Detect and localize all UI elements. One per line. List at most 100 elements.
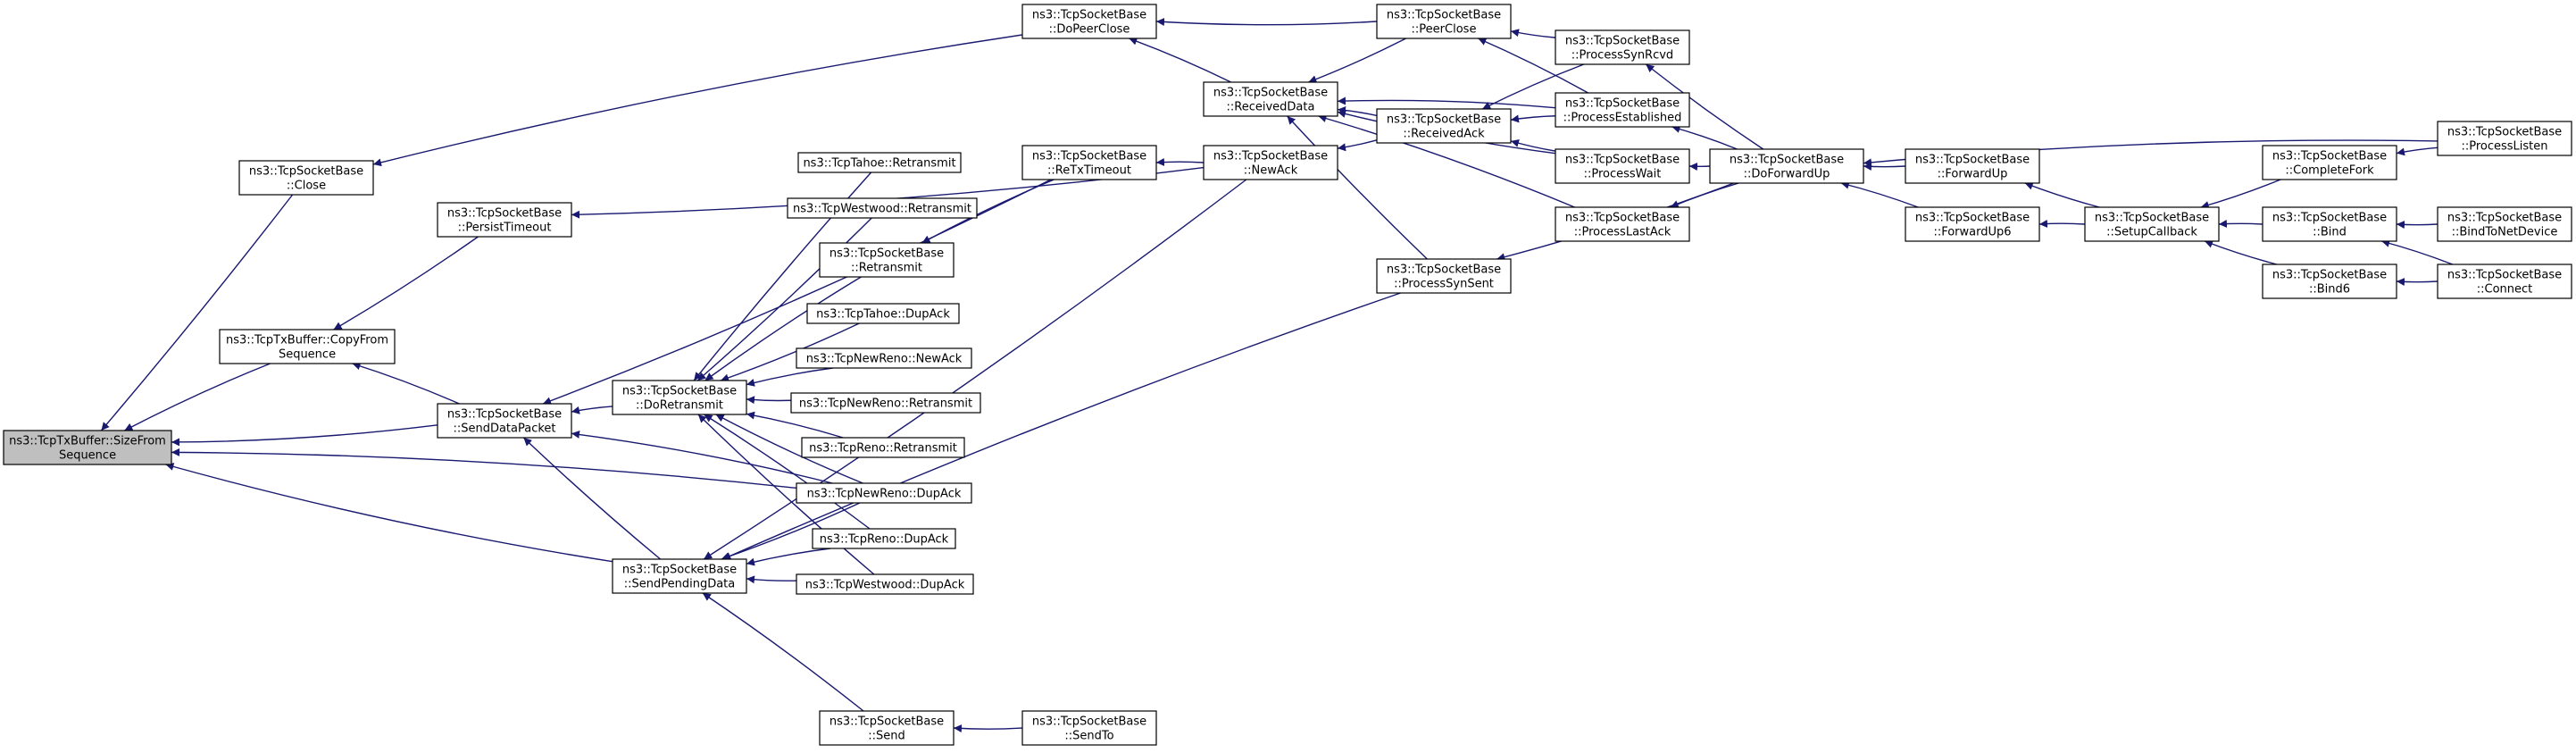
- node-newack[interactable]: ns3::TcpSocketBase::NewAck: [1203, 145, 1338, 180]
- node-box-bindtonetdevice: [2437, 206, 2572, 242]
- node-label-dopeerclose-line-1: ns3::TcpSocketBase: [1032, 9, 1146, 22]
- node-processsynrcvd[interactable]: ns3::TcpSocketBase::ProcessSynRcvd: [1555, 29, 1690, 65]
- edge-bind-to-setupcallback: [2218, 219, 2263, 228]
- node-receivedack[interactable]: ns3::TcpSocketBase::ReceivedAck: [1376, 108, 1512, 144]
- node-peerclose[interactable]: ns3::TcpSocketBase::PeerClose: [1376, 4, 1512, 39]
- node-reno_dupack[interactable]: ns3::TcpReno::DupAck: [812, 528, 956, 549]
- edge-reno_dupack-to-sendpending: [746, 548, 831, 566]
- node-rtxtimeout[interactable]: ns3::TcpSocketBase::ReTxTimeout: [1021, 145, 1157, 180]
- node-close[interactable]: ns3::TcpSocketBase::Close: [238, 160, 374, 196]
- edge-processestablished-to-receivedack: [1510, 114, 1556, 123]
- node-label-westwood_dupack-line-1: ns3::TcpWestwood::DupAck: [805, 579, 965, 592]
- node-base_retx[interactable]: ns3::TcpSocketBase::Retransmit: [819, 242, 955, 278]
- node-senddata[interactable]: ns3::TcpSocketBase::SendDataPacket: [437, 403, 572, 439]
- node-label-bindtonetdevice-line-1: ns3::TcpSocketBase: [2447, 212, 2562, 225]
- edge-newreno_dupack-to-sendpending: [721, 502, 861, 561]
- node-box-receivedack: [1376, 108, 1512, 144]
- node-box-processlastack: [1555, 206, 1690, 242]
- edge-processsynrcvd-to-peerclose: [1510, 29, 1556, 38]
- node-persist[interactable]: ns3::TcpSocketBase::PersistTimeout: [437, 202, 572, 238]
- edge-receivedack-to-newack: [1337, 139, 1378, 152]
- node-tahoe_dupack[interactable]: ns3::TcpTahoe::DupAck: [806, 303, 960, 324]
- node-label-forwardup-line-2: ::ForwardUp: [1938, 168, 2008, 181]
- node-box-close: [238, 160, 374, 196]
- node-processwait[interactable]: ns3::TcpSocketBase::ProcessWait: [1555, 148, 1690, 184]
- node-label-close-line-1: ns3::TcpSocketBase: [249, 165, 363, 179]
- node-box-processlisten: [2437, 121, 2572, 156]
- node-bind[interactable]: ns3::TcpSocketBase::Bind: [2262, 206, 2397, 242]
- edge-processsynsent-to-receiveddata: [1287, 115, 1428, 260]
- edge-dopeerclose-to-close: [372, 34, 1023, 167]
- edge-forwardup-to-doforwardup: [1863, 163, 1906, 172]
- edge-newack-to-rtxtimeout: [1155, 157, 1205, 166]
- node-setupcallback[interactable]: ns3::TcpSocketBase::SetupCallback: [2084, 206, 2220, 242]
- node-newreno_retx[interactable]: ns3::TcpNewReno::Retransmit: [790, 392, 981, 414]
- node-forwardup6[interactable]: ns3::TcpSocketBase::ForwardUp6: [1905, 206, 2040, 242]
- node-tahoe_retx[interactable]: ns3::TcpTahoe::Retransmit: [797, 152, 962, 173]
- node-send[interactable]: ns3::TcpSocketBase::Send: [819, 710, 955, 746]
- node-label-senddata-line-1: ns3::TcpSocketBase: [447, 408, 562, 422]
- node-label-forwardup6-line-2: ::ForwardUp6: [1933, 226, 2011, 239]
- node-box-copyfrom: [219, 329, 396, 364]
- node-box-tahoe_dupack: [806, 303, 960, 324]
- node-processestablished[interactable]: ns3::TcpSocketBase::ProcessEstablished: [1555, 92, 1690, 128]
- node-label-root-line-2: Sequence: [59, 449, 116, 463]
- node-label-processwait-line-2: ::ProcessWait: [1584, 168, 1662, 181]
- edge-sendpending-to-root: [165, 463, 613, 563]
- node-newreno_newack[interactable]: ns3::TcpNewReno::NewAck: [796, 347, 972, 369]
- edge-newreno_newack-to-doretransmit: [746, 367, 833, 387]
- node-processlisten[interactable]: ns3::TcpSocketBase::ProcessListen: [2437, 121, 2572, 156]
- edges-layer: [100, 18, 2454, 733]
- node-processlastack[interactable]: ns3::TcpSocketBase::ProcessLastAck: [1555, 206, 1690, 242]
- node-box-dopeerclose: [1021, 4, 1157, 39]
- node-doretransmit[interactable]: ns3::TcpSocketBase::DoRetransmit: [612, 380, 747, 415]
- edge-rtxtimeout-to-senddata: [542, 179, 1052, 405]
- node-forwardup[interactable]: ns3::TcpSocketBase::ForwardUp: [1905, 148, 2040, 184]
- node-label-processsynsent-line-2: ::ProcessSynSent: [1394, 278, 1494, 291]
- edge-persist-to-copyfrom: [333, 236, 479, 330]
- node-box-receiveddata: [1203, 81, 1338, 117]
- node-box-root: [3, 430, 172, 465]
- node-label-send-line-2: ::Send: [868, 730, 905, 743]
- node-box-base_retx: [819, 242, 955, 278]
- edge-newreno_dupack-to-root: [171, 448, 797, 489]
- edge-rtxtimeout-to-base_retx: [921, 179, 1055, 244]
- node-sendpending[interactable]: ns3::TcpSocketBase::SendPendingData: [612, 558, 747, 594]
- node-receiveddata[interactable]: ns3::TcpSocketBase::ReceivedData: [1203, 81, 1338, 117]
- edge-base_retx-to-doretransmit: [704, 276, 862, 381]
- edge-setupcallback-to-forwardup: [2024, 182, 2100, 208]
- node-completefork[interactable]: ns3::TcpSocketBase::CompleteFork: [2262, 145, 2397, 180]
- node-label-setupcallback-line-1: ns3::TcpSocketBase: [2095, 212, 2209, 225]
- edge-senddata-to-copyfrom: [352, 362, 460, 405]
- node-processsynsent[interactable]: ns3::TcpSocketBase::ProcessSynSent: [1376, 258, 1512, 294]
- node-reno_retx[interactable]: ns3::TcpReno::Retransmit: [801, 437, 965, 458]
- node-box-rtxtimeout: [1021, 145, 1157, 180]
- edge-setupcallback-to-forwardup6: [2038, 219, 2086, 228]
- node-sendto[interactable]: ns3::TcpSocketBase::SendTo: [1021, 710, 1157, 746]
- node-dopeerclose[interactable]: ns3::TcpSocketBase::DoPeerClose: [1021, 4, 1157, 39]
- node-label-newreno_retx-line-1: ns3::TcpNewReno::Retransmit: [799, 397, 972, 411]
- node-label-forwardup6-line-1: ns3::TcpSocketBase: [1915, 212, 2030, 225]
- node-label-rtxtimeout-line-1: ns3::TcpSocketBase: [1032, 150, 1146, 163]
- node-label-bind6-line-1: ns3::TcpSocketBase: [2272, 269, 2387, 282]
- node-connect[interactable]: ns3::TcpSocketBase::Connect: [2437, 264, 2572, 299]
- node-westwood_dupack[interactable]: ns3::TcpWestwood::DupAck: [796, 573, 974, 595]
- node-box-reno_dupack: [812, 528, 956, 549]
- node-doforwardup[interactable]: ns3::TcpSocketBase::DoForwardUp: [1709, 148, 1864, 184]
- node-label-bind-line-1: ns3::TcpSocketBase: [2272, 212, 2387, 225]
- node-bind6[interactable]: ns3::TcpSocketBase::Bind6: [2262, 264, 2397, 299]
- edge-newreno_dupack-to-senddata: [571, 430, 833, 484]
- node-box-newreno_retx: [790, 392, 981, 414]
- edge-processsynsent-to-sendpending: [722, 292, 1401, 560]
- node-label-base_retx-line-2: ::Retransmit: [851, 262, 922, 275]
- node-label-doforwardup-line-2: ::DoForwardUp: [1744, 168, 1830, 181]
- node-westwood_retx[interactable]: ns3::TcpWestwood::Retransmit: [787, 197, 978, 219]
- node-label-newreno_dupack-line-1: ns3::TcpNewReno::DupAck: [807, 488, 962, 501]
- node-bindtonetdevice[interactable]: ns3::TcpSocketBase::BindToNetDevice: [2437, 206, 2572, 242]
- node-label-processsynrcvd-line-1: ns3::TcpSocketBase: [1565, 35, 1680, 48]
- edge-completefork-to-setupcallback: [2200, 179, 2281, 209]
- node-newreno_dupack[interactable]: ns3::TcpNewReno::DupAck: [796, 482, 972, 504]
- node-box-processsynrcvd: [1555, 29, 1690, 65]
